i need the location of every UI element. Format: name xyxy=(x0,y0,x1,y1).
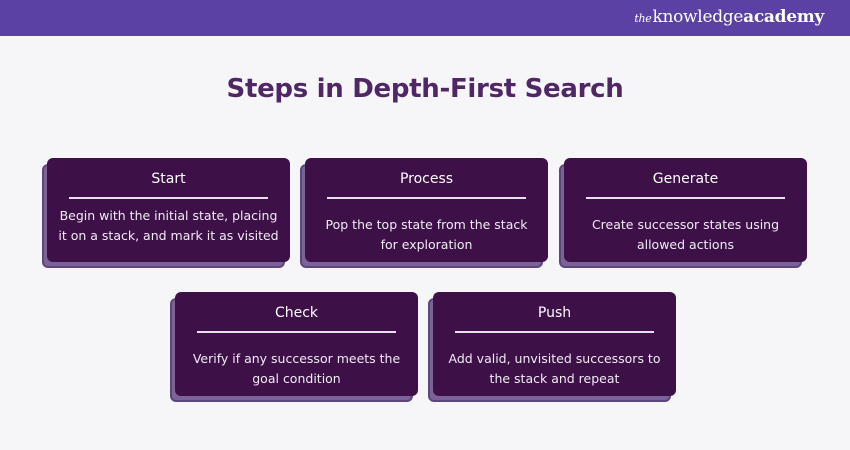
step-description: Add valid, unvisited successors to the s… xyxy=(448,351,661,386)
step-card-generate: Generate Create successor states using a… xyxy=(559,158,807,268)
card-body: Start Begin with the initial state, plac… xyxy=(47,158,290,262)
divider xyxy=(69,197,268,199)
card-body: Check Verify if any successor meets the … xyxy=(175,292,418,396)
logo-knowledge: knowledge xyxy=(652,7,744,27)
step-heading: Push xyxy=(537,305,572,321)
step-card-push: Push Add valid, unvisited successors to … xyxy=(428,292,676,402)
divider xyxy=(327,197,526,199)
card-body: Process Pop the top state from the stack… xyxy=(305,158,548,262)
card-body: Push Add valid, unvisited successors to … xyxy=(433,292,676,396)
divider xyxy=(586,197,785,199)
logo-the: the xyxy=(634,12,652,25)
step-heading: Generate xyxy=(652,171,719,187)
step-description: Begin with the initial state, placing it… xyxy=(58,208,279,243)
step-card-process: Process Pop the top state from the stack… xyxy=(300,158,548,268)
step-description: Create successor states using allowed ac… xyxy=(591,217,780,252)
step-heading: Start xyxy=(151,171,186,187)
step-heading: Check xyxy=(274,305,319,321)
step-description: Pop the top state from the stack for exp… xyxy=(325,217,528,252)
header-bar: theknowledgeacademy xyxy=(0,0,850,36)
divider xyxy=(455,331,654,333)
card-body: Generate Create successor states using a… xyxy=(564,158,807,262)
brand-logo: theknowledgeacademy xyxy=(634,7,824,27)
page-title: Steps in Depth-First Search xyxy=(226,74,624,104)
step-heading: Process xyxy=(399,171,454,187)
divider xyxy=(197,331,396,333)
logo-academy: academy xyxy=(743,7,824,27)
step-card-check: Check Verify if any successor meets the … xyxy=(170,292,418,402)
step-card-start: Start Begin with the initial state, plac… xyxy=(42,158,290,268)
step-description: Verify if any successor meets the goal c… xyxy=(192,351,401,386)
